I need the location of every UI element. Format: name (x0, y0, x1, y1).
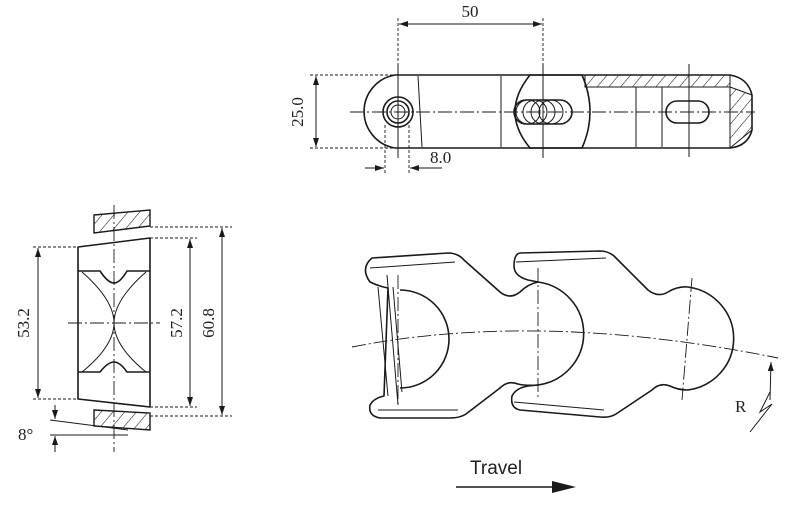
hatched-block-top (93, 209, 151, 234)
hatched-block-bottom (93, 409, 151, 431)
plan-view: R Travel (351, 250, 779, 493)
side-view: 53.2 57.2 60.8 8° (14, 205, 232, 452)
chain-pitch-line (351, 330, 779, 359)
dim-pitch-label: 50 (462, 2, 479, 21)
angle-label: 8° (18, 425, 33, 444)
radius-label: R (735, 397, 747, 416)
dim-height-label: 25.0 (288, 97, 307, 127)
middle-boss (514, 74, 591, 149)
dim-hole-label: 8.0 (430, 148, 451, 167)
travel-label: Travel (470, 458, 522, 479)
break-line (749, 391, 773, 433)
top-view-outline (363, 74, 753, 149)
chain-link-middle (510, 250, 735, 418)
dim-outer-label: 60.8 (199, 308, 218, 338)
chain-link-left (364, 252, 585, 419)
arrow-head-icon (552, 481, 576, 493)
hatched-section-top (584, 74, 731, 88)
top-view: 50 25.0 8.0 (288, 2, 755, 175)
dim-middle-label: 57.2 (167, 308, 186, 338)
dim-inner-label: 53.2 (14, 308, 33, 338)
